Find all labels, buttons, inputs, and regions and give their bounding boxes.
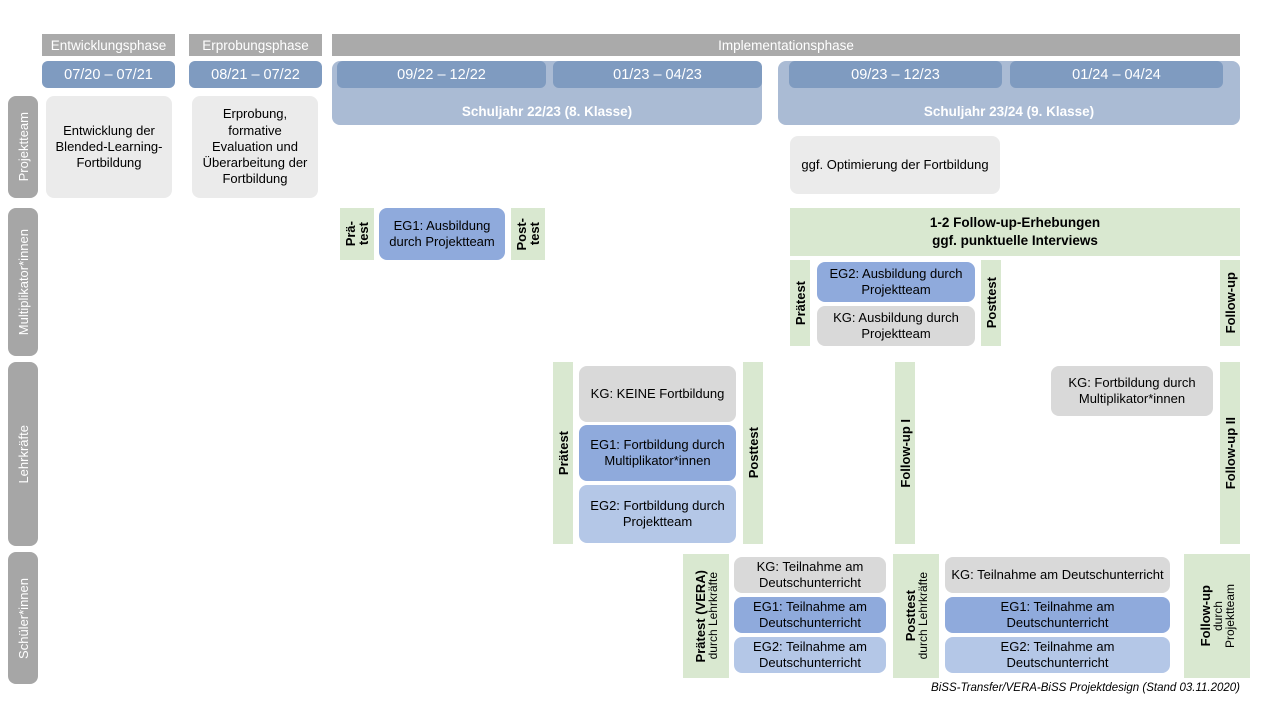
schoolyear-label: Schuljahr 22/23 (8. Klasse) — [461, 104, 633, 119]
box-text: EG1: Fortbildung durch Multiplikator*inn… — [590, 436, 725, 468]
box-text: EG2: Teilnahme am Deutschunterricht — [753, 638, 867, 670]
lehrkraefte-kg-fortbildung-box: KG: Fortbildung durch Multiplikator*inne… — [1051, 366, 1213, 416]
box-text: Entwicklung der Blended-Learning-Fortbil… — [55, 122, 163, 171]
phase-label: Entwicklungsphase — [50, 37, 167, 53]
role-label-lehrkraefte: Lehrkräfte — [8, 362, 38, 546]
praetest-line2: test — [356, 222, 371, 246]
box-text: ggf. Optimierung der Fortbildung — [801, 156, 989, 172]
lehrkraefte-eg1-box: EG1: Fortbildung durch Multiplikator*inn… — [579, 425, 736, 481]
phase-header-entwicklungsphase: Entwicklungsphase — [42, 34, 175, 56]
period-label: 09/22 – 12/22 — [397, 66, 486, 83]
schueler-eg2-box-2: EG2: Teilnahme am Deutschunterricht — [945, 637, 1170, 673]
followup-sub1-text: durch — [1210, 600, 1225, 632]
followup1-text: Follow-up I — [897, 418, 913, 488]
lehrkraefte-posttest-bar: Posttest — [743, 362, 763, 544]
period-pill-1: 08/21 – 07/22 — [189, 61, 322, 88]
schueler-eg1-box-2: EG1: Teilnahme am Deutschunterricht — [945, 597, 1170, 633]
lehrkraefte-kg-keine-box: KG: KEINE Fortbildung — [579, 366, 736, 422]
schueler-kg-box-2: KG: Teilnahme am Deutschunterricht — [945, 557, 1170, 593]
posttest-sub-text: durch Lehrkräfte — [915, 572, 930, 660]
projektteam-entwicklung-box: Entwicklung der Blended-Learning-Fortbil… — [46, 96, 172, 198]
multiplikatoren-posttest-bar: Post- test — [511, 208, 545, 260]
projektteam-optimierung-box: ggf. Optimierung der Fortbildung — [790, 136, 1000, 194]
period-label: 01/24 – 04/24 — [1072, 66, 1161, 83]
phase-header-implementationsphase: Implementationsphase — [332, 34, 1240, 56]
schueler-posttest-bar: Posttest durch Lehrkräfte — [893, 554, 939, 678]
period-pill-2: 09/22 – 12/22 — [337, 61, 546, 88]
schueler-kg-box-1: KG: Teilnahme am Deutschunterricht — [734, 557, 886, 593]
multiplikatoren-kg-box: KG: Ausbildung durch Projektteam — [817, 306, 975, 346]
posttest-line2: test — [527, 222, 542, 246]
followup-band-line1: 1-2 Follow-up-Erhebungen — [929, 215, 1101, 231]
lehrkraefte-eg2-box: EG2: Fortbildung durch Projektteam — [579, 485, 736, 543]
lehrkraefte-followup2-bar: Follow-up II — [1220, 362, 1240, 544]
praetest-text: Prätest — [555, 430, 571, 476]
box-text: EG2: Fortbildung durch Projektteam — [590, 497, 725, 529]
multiplikatoren-followup-band: 1-2 Follow-up-Erhebungen ggf. punktuelle… — [790, 208, 1240, 256]
period-label: 07/20 – 07/21 — [64, 66, 153, 83]
role-label-text: Projektteam — [15, 112, 31, 182]
multiplikatoren-followup-bar: Follow-up — [1220, 260, 1240, 346]
multiplikatoren-posttest2-bar: Posttest — [981, 260, 1001, 346]
phase-header-erprobungsphase: Erprobungsphase — [189, 34, 322, 56]
period-label: 08/21 – 07/22 — [211, 66, 300, 83]
role-label-multiplikatorinnen: Multiplikator*innen — [8, 208, 38, 356]
footer-note: BiSS-Transfer/VERA-BiSS Projektdesign (S… — [700, 682, 1240, 698]
schueler-eg1-box-1: EG1: Teilnahme am Deutschunterricht — [734, 597, 886, 633]
posttest-bold-text: Posttest — [902, 590, 918, 642]
role-label-schuelerinnen: Schüler*innen — [8, 552, 38, 684]
lehrkraefte-followup1-bar: Follow-up I — [895, 362, 915, 544]
box-text: EG1: Teilnahme am Deutschunterricht — [753, 598, 867, 630]
lehrkraefte-praetest-bar: Prätest — [553, 362, 573, 544]
multiplikatoren-eg1-box: EG1: Ausbildung durch Projektteam — [379, 208, 505, 260]
box-text: EG1: Teilnahme am Deutschunterricht — [1000, 598, 1115, 630]
posttest-text: Posttest — [745, 427, 761, 479]
box-text: EG1: Ausbildung durch Projektteam — [389, 217, 495, 249]
period-pill-5: 01/24 – 04/24 — [1010, 61, 1223, 88]
role-label-text: Schüler*innen — [15, 577, 31, 659]
period-label: 09/23 – 12/23 — [851, 66, 940, 83]
phase-label: Implementationsphase — [718, 37, 854, 53]
footer-text: BiSS-Transfer/VERA-BiSS Projektdesign (S… — [931, 682, 1240, 694]
schoolyear-label: Schuljahr 23/24 (9. Klasse) — [923, 104, 1095, 119]
multiplikatoren-eg2-box: EG2: Ausbildung durch Projektteam — [817, 262, 975, 302]
schueler-eg2-box-1: EG2: Teilnahme am Deutschunterricht — [734, 637, 886, 673]
multiplikatoren-praetest2-bar: Prätest — [790, 260, 810, 346]
box-text: KG: Fortbildung durch Multiplikator*inne… — [1068, 374, 1196, 406]
praetest-bold-text: Prätest (VERA) — [692, 569, 708, 663]
phase-label: Erprobungsphase — [202, 37, 309, 53]
box-text: Erprobung, formative Evaluation und Über… — [202, 106, 308, 187]
schueler-praetest-bar: Prätest (VERA) durch Lehrkräfte — [683, 554, 729, 678]
box-text: KG: Teilnahme am Deutschunterricht — [756, 558, 864, 590]
box-text: KG: Ausbildung durch Projektteam — [833, 309, 959, 341]
projektteam-erprobung-box: Erprobung, formative Evaluation und Über… — [192, 96, 318, 198]
followup-text: Follow-up — [1222, 272, 1238, 334]
followup2-text: Follow-up II — [1222, 416, 1238, 490]
role-label-text: Lehrkräfte — [15, 424, 31, 484]
role-label-projektteam: Projektteam — [8, 96, 38, 198]
period-pill-0: 07/20 – 07/21 — [42, 61, 175, 88]
box-text: EG2: Teilnahme am Deutschunterricht — [1000, 638, 1115, 670]
role-label-text: Multiplikator*innen — [15, 228, 31, 336]
period-pill-4: 09/23 – 12/23 — [789, 61, 1002, 88]
box-text: EG2: Ausbildung durch Projektteam — [829, 265, 963, 297]
schueler-followup-bar: Follow-up durch Projektteam — [1184, 554, 1250, 678]
followup-bold-text: Follow-up — [1197, 585, 1213, 647]
box-text: KG: KEINE Fortbildung — [590, 385, 725, 401]
multiplikatoren-praetest-bar: Prä- test — [340, 208, 374, 260]
box-text: KG: Teilnahme am Deutschunterricht — [951, 566, 1164, 582]
posttest2-text: Posttest — [983, 277, 999, 329]
followup-sub2-text: Projektteam — [1222, 583, 1237, 649]
followup-band-line2: ggf. punktuelle Interviews — [932, 233, 1098, 248]
period-pill-3: 01/23 – 04/23 — [553, 61, 762, 88]
period-label: 01/23 – 04/23 — [613, 66, 702, 83]
praetest-sub-text: durch Lehrkräfte — [705, 572, 720, 660]
praetest2-text: Prätest — [792, 280, 808, 326]
